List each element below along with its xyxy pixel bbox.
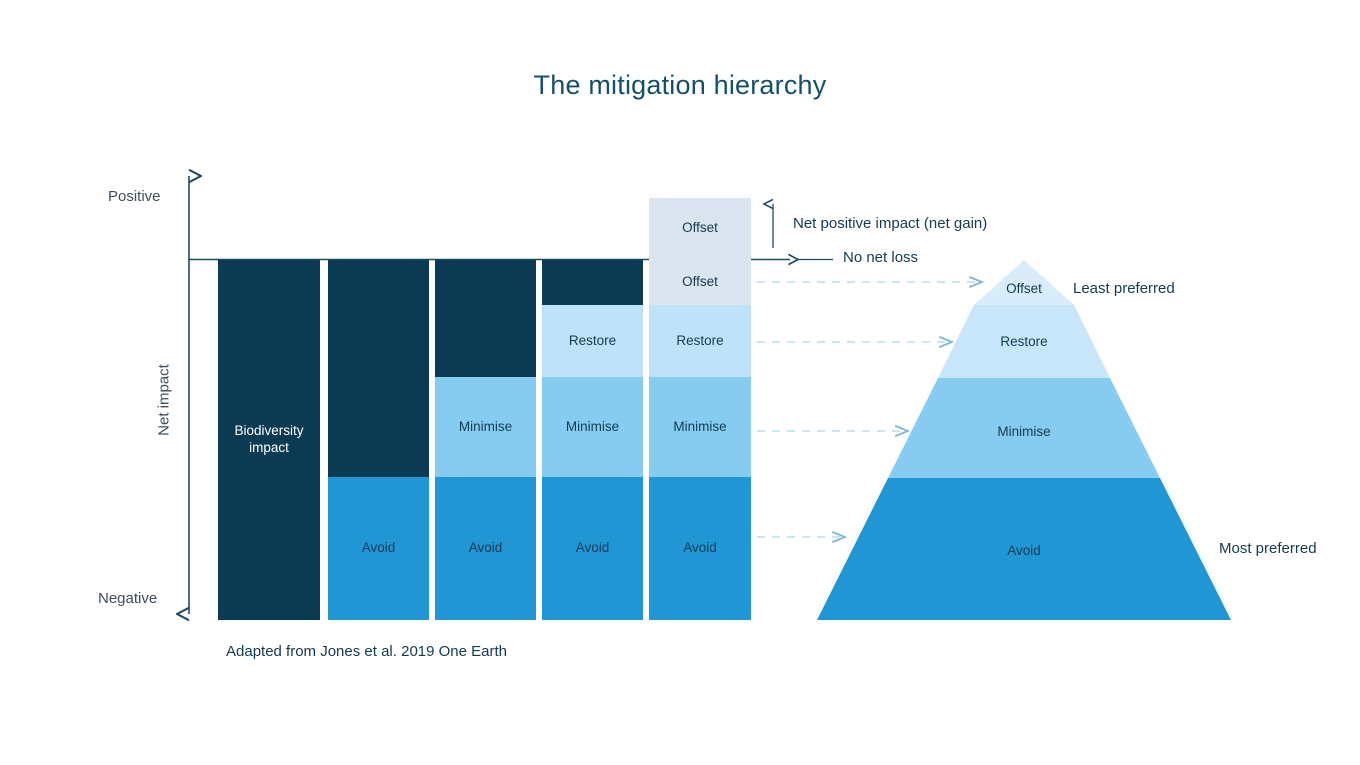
- bar-5-segment-offset[interactable]: Offset: [649, 259, 751, 305]
- bar-5-segment-minimise[interactable]: Minimise: [649, 377, 751, 477]
- pyramid-label-restore: Restore: [1000, 334, 1048, 349]
- bar-segment-label: Avoid: [361, 540, 396, 556]
- pyramid-layer-avoid[interactable]: [817, 478, 1231, 620]
- bar-1-segment-navy[interactable]: Biodiversity impact: [218, 260, 320, 620]
- bar-segment-label: Avoid: [683, 540, 717, 556]
- bar-3-segment-minimise[interactable]: Minimise: [435, 377, 536, 477]
- bar-segment-label: Minimise: [565, 418, 620, 434]
- page-title: The mitigation hierarchy: [533, 70, 827, 100]
- bar-5-segment-restore[interactable]: Restore: [649, 305, 751, 377]
- bar-3-segment-avoid[interactable]: Avoid: [435, 477, 536, 620]
- bar-segment-label: Minimise: [458, 418, 513, 434]
- bar-segment-label: Minimise: [673, 418, 727, 434]
- bar-segment-label: Restore: [568, 332, 617, 348]
- stacked-bar-2: Avoid: [328, 0, 429, 765]
- source-note: Adapted from Jones et al. 2019 One Earth: [226, 643, 508, 660]
- bar-4-segment-navy[interactable]: [542, 260, 643, 305]
- pyramid-layer-offset[interactable]: [974, 260, 1074, 305]
- bar-segment-label: Offset: [682, 220, 718, 236]
- axis-label-positive: Positive: [108, 188, 161, 205]
- bar-4-segment-minimise[interactable]: Minimise: [542, 377, 643, 477]
- pyramid-label-offset: Offset: [1006, 281, 1042, 296]
- pyramid-layer-restore[interactable]: [938, 305, 1110, 378]
- bar-segment-label: Restore: [676, 332, 724, 348]
- pyramid-label-avoid: Avoid: [1007, 543, 1041, 558]
- bar-5-segment-offset[interactable]: Offset: [649, 198, 751, 259]
- bar-segment-label: Biodiversity impact: [234, 423, 304, 455]
- bar-2-segment-avoid[interactable]: Avoid: [328, 477, 429, 620]
- annotation-net-gain: Net positive impact (net gain): [793, 215, 988, 232]
- stacked-bar-1: Biodiversity impact: [218, 0, 320, 765]
- axis-label-negative: Negative: [98, 590, 158, 607]
- bar-segment-label: Avoid: [468, 540, 503, 556]
- pyramid-label-minimise: Minimise: [997, 424, 1051, 439]
- annotation-least-preferred: Least preferred: [1073, 280, 1175, 297]
- bar-5-segment-avoid[interactable]: Avoid: [649, 477, 751, 620]
- pyramid-layer-minimise[interactable]: [888, 378, 1160, 478]
- bar-3-segment-navy[interactable]: [435, 260, 536, 377]
- bar-segment-label: Avoid: [575, 540, 610, 556]
- bar-4-segment-avoid[interactable]: Avoid: [542, 477, 643, 620]
- annotation-most-preferred: Most preferred: [1219, 540, 1317, 557]
- bar-segment-label: Offset: [682, 273, 718, 289]
- bar-4-segment-restore[interactable]: Restore: [542, 305, 643, 377]
- annotation-no-net-loss: No net loss: [843, 249, 919, 266]
- bar-2-segment-navy[interactable]: [328, 260, 429, 477]
